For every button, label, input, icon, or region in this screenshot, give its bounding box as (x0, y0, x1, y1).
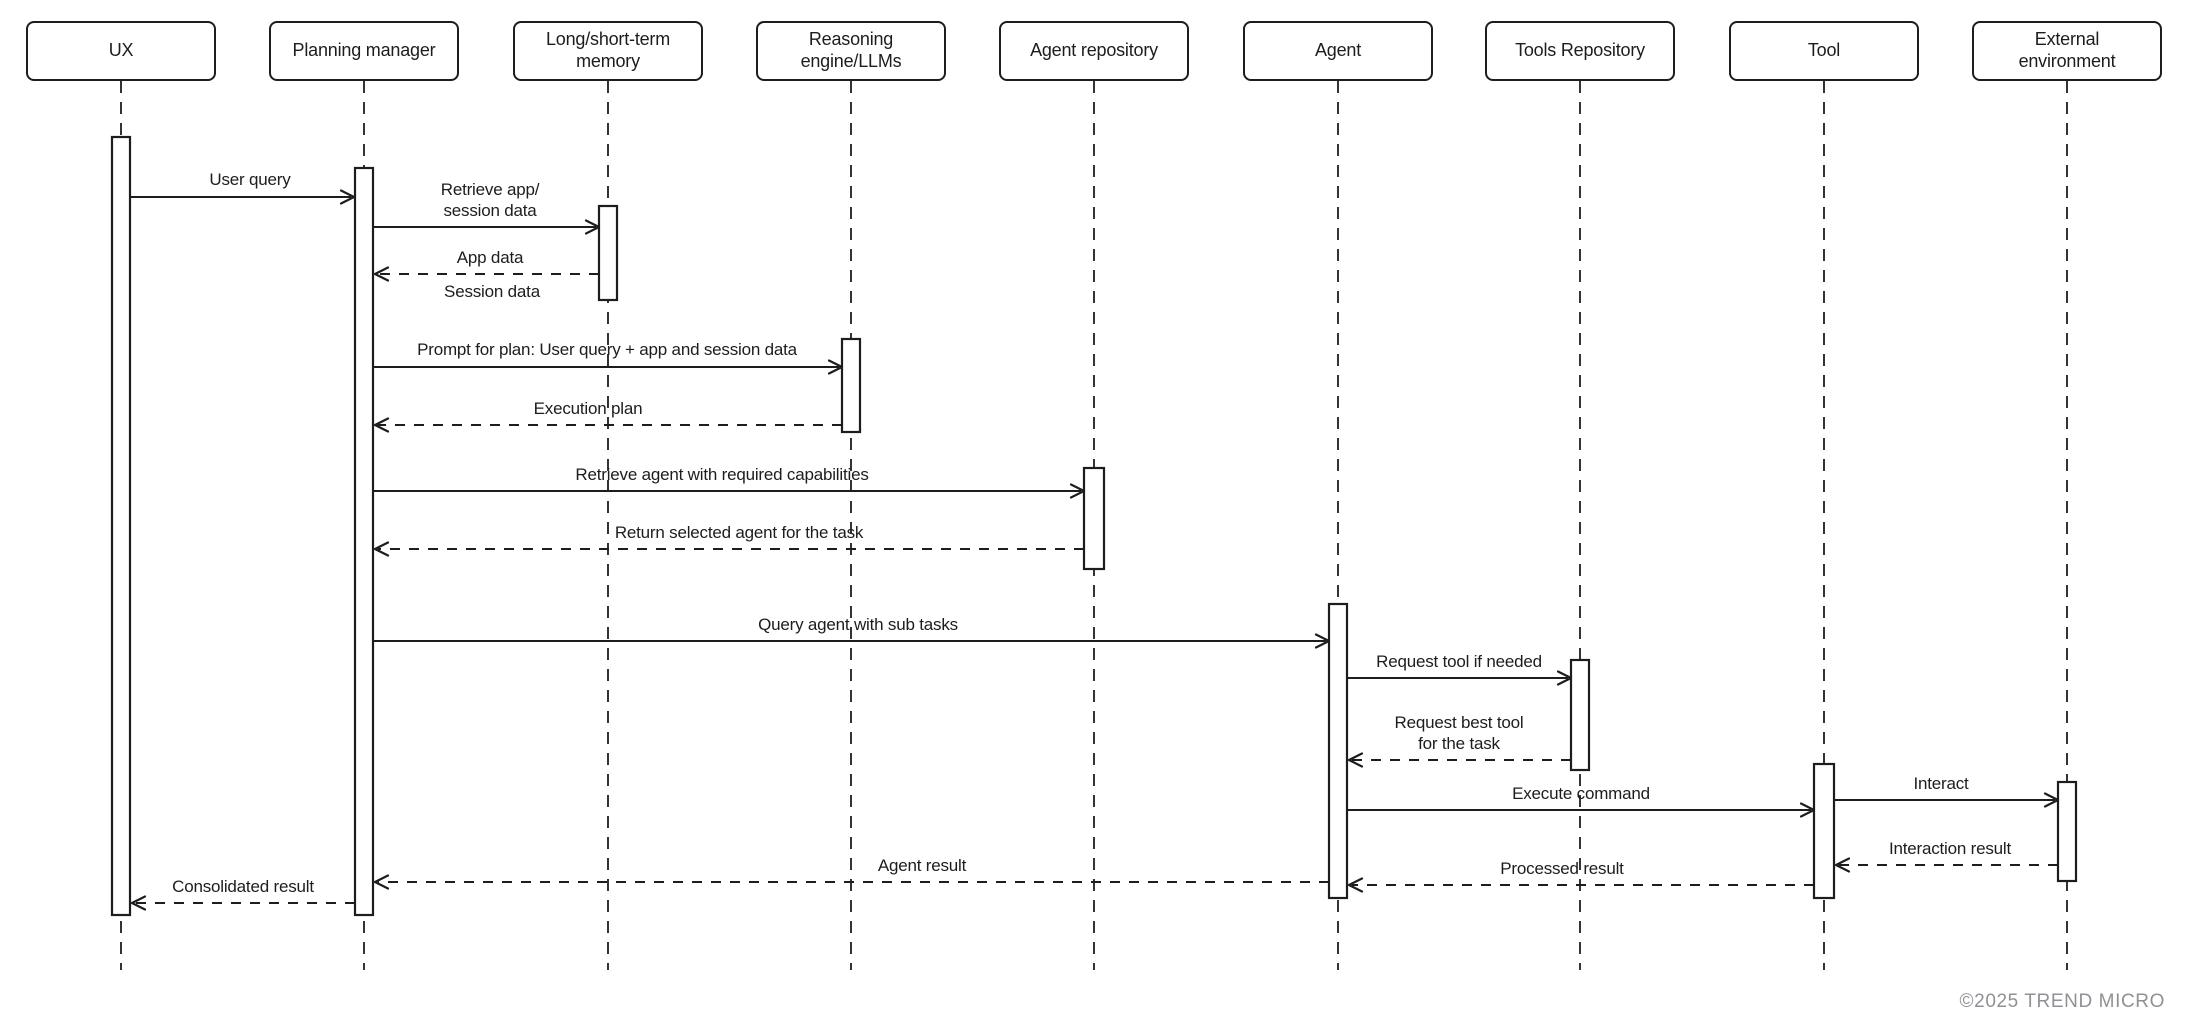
arrow-request-best-tool-head (1347, 752, 1364, 768)
label-session-data: Session data (444, 282, 540, 301)
arrow-interact-head (2043, 792, 2060, 808)
arrow-retrieve-app-session (373, 219, 601, 235)
activation-memory (597, 204, 619, 302)
arrow-user-query (130, 189, 356, 205)
arrow-return-selected-agent (373, 541, 1084, 557)
arrow-user-query-head (339, 189, 356, 205)
label-return-selected-agent: Return selected agent for the task (614, 522, 864, 542)
arrow-request-best-tool (1347, 752, 1571, 768)
label-query-agent: Query agent with sub tasks (758, 614, 958, 634)
arrow-execution-plan (373, 417, 842, 433)
label-interact: Interact (1913, 773, 1969, 793)
participant-tool: Tool (1729, 21, 1919, 81)
arrow-agent-result-head (373, 874, 390, 890)
participant-ux: UX (26, 21, 216, 81)
label-retrieve-app-session: Retrieve app/ session data (440, 179, 540, 220)
activation-reasoning-engine (840, 337, 862, 434)
arrow-app-session-return-head (373, 266, 390, 282)
participant-tools-repository: Tools Repository (1485, 21, 1675, 81)
label-processed-result: Processed result (1500, 858, 1624, 878)
arrow-execution-plan-head (373, 417, 390, 433)
arrow-consolidated-result (130, 895, 355, 911)
label-agent-result: Agent result (877, 855, 967, 875)
arrow-return-selected-agent-head (373, 541, 390, 557)
participant-memory: Long/short-term memory (513, 21, 703, 81)
activation-ux (110, 135, 132, 917)
arrow-interaction-result-head (1834, 857, 1851, 873)
arrow-query-agent-head (1314, 633, 1331, 649)
arrow-processed-result (1347, 877, 1814, 893)
label-execute-command: Execute command (1512, 783, 1650, 803)
arrow-interaction-result (1834, 857, 2058, 873)
label-execution-plan: Execution plan (533, 398, 643, 418)
arrow-consolidated-result-head (130, 895, 147, 911)
participant-planning-manager: Planning manager (269, 21, 459, 81)
label-request-best-tool: Request best tool for the task (1394, 712, 1524, 753)
label-app-data: App data (456, 247, 524, 267)
activation-external-environment (2056, 780, 2078, 883)
arrow-request-tool (1347, 670, 1573, 686)
arrow-execute-command-head (1799, 802, 1816, 818)
arrow-retrieve-agent (373, 483, 1086, 499)
label-prompt-for-plan: Prompt for plan: User query + app and se… (417, 339, 797, 359)
arrow-interact (1834, 792, 2060, 808)
copyright-text: ©2025 TREND MICRO (1959, 991, 2165, 1012)
label-consolidated-result: Consolidated result (172, 876, 314, 896)
label-user-query: User query (209, 169, 291, 189)
activation-planning-manager (353, 166, 375, 917)
participant-reasoning-engine: Reasoning engine/LLMs (756, 21, 946, 81)
participant-external-environment: External environment (1972, 21, 2162, 81)
arrow-request-tool-head (1556, 670, 1573, 686)
arrow-prompt-for-plan (373, 359, 844, 375)
activation-tool (1812, 762, 1836, 900)
arrow-execute-command (1347, 802, 1816, 818)
participant-agent-repository: Agent repository (999, 21, 1189, 81)
label-request-tool: Request tool if needed (1376, 651, 1542, 671)
activation-tools-repository (1569, 658, 1591, 772)
arrow-query-agent (373, 633, 1331, 649)
arrow-app-session-return (373, 266, 599, 282)
label-retrieve-agent: Retrieve agent with required capabilitie… (575, 464, 869, 484)
label-interaction-result: Interaction result (1888, 838, 2012, 858)
arrow-agent-result (373, 874, 1329, 890)
arrow-retrieve-app-session-head (584, 219, 601, 235)
arrow-processed-result-head (1347, 877, 1364, 893)
arrow-retrieve-agent-head (1069, 483, 1086, 499)
arrow-prompt-for-plan-head (827, 359, 844, 375)
participant-agent: Agent (1243, 21, 1433, 81)
activation-agent-repository (1082, 466, 1106, 571)
activation-agent (1327, 602, 1349, 900)
